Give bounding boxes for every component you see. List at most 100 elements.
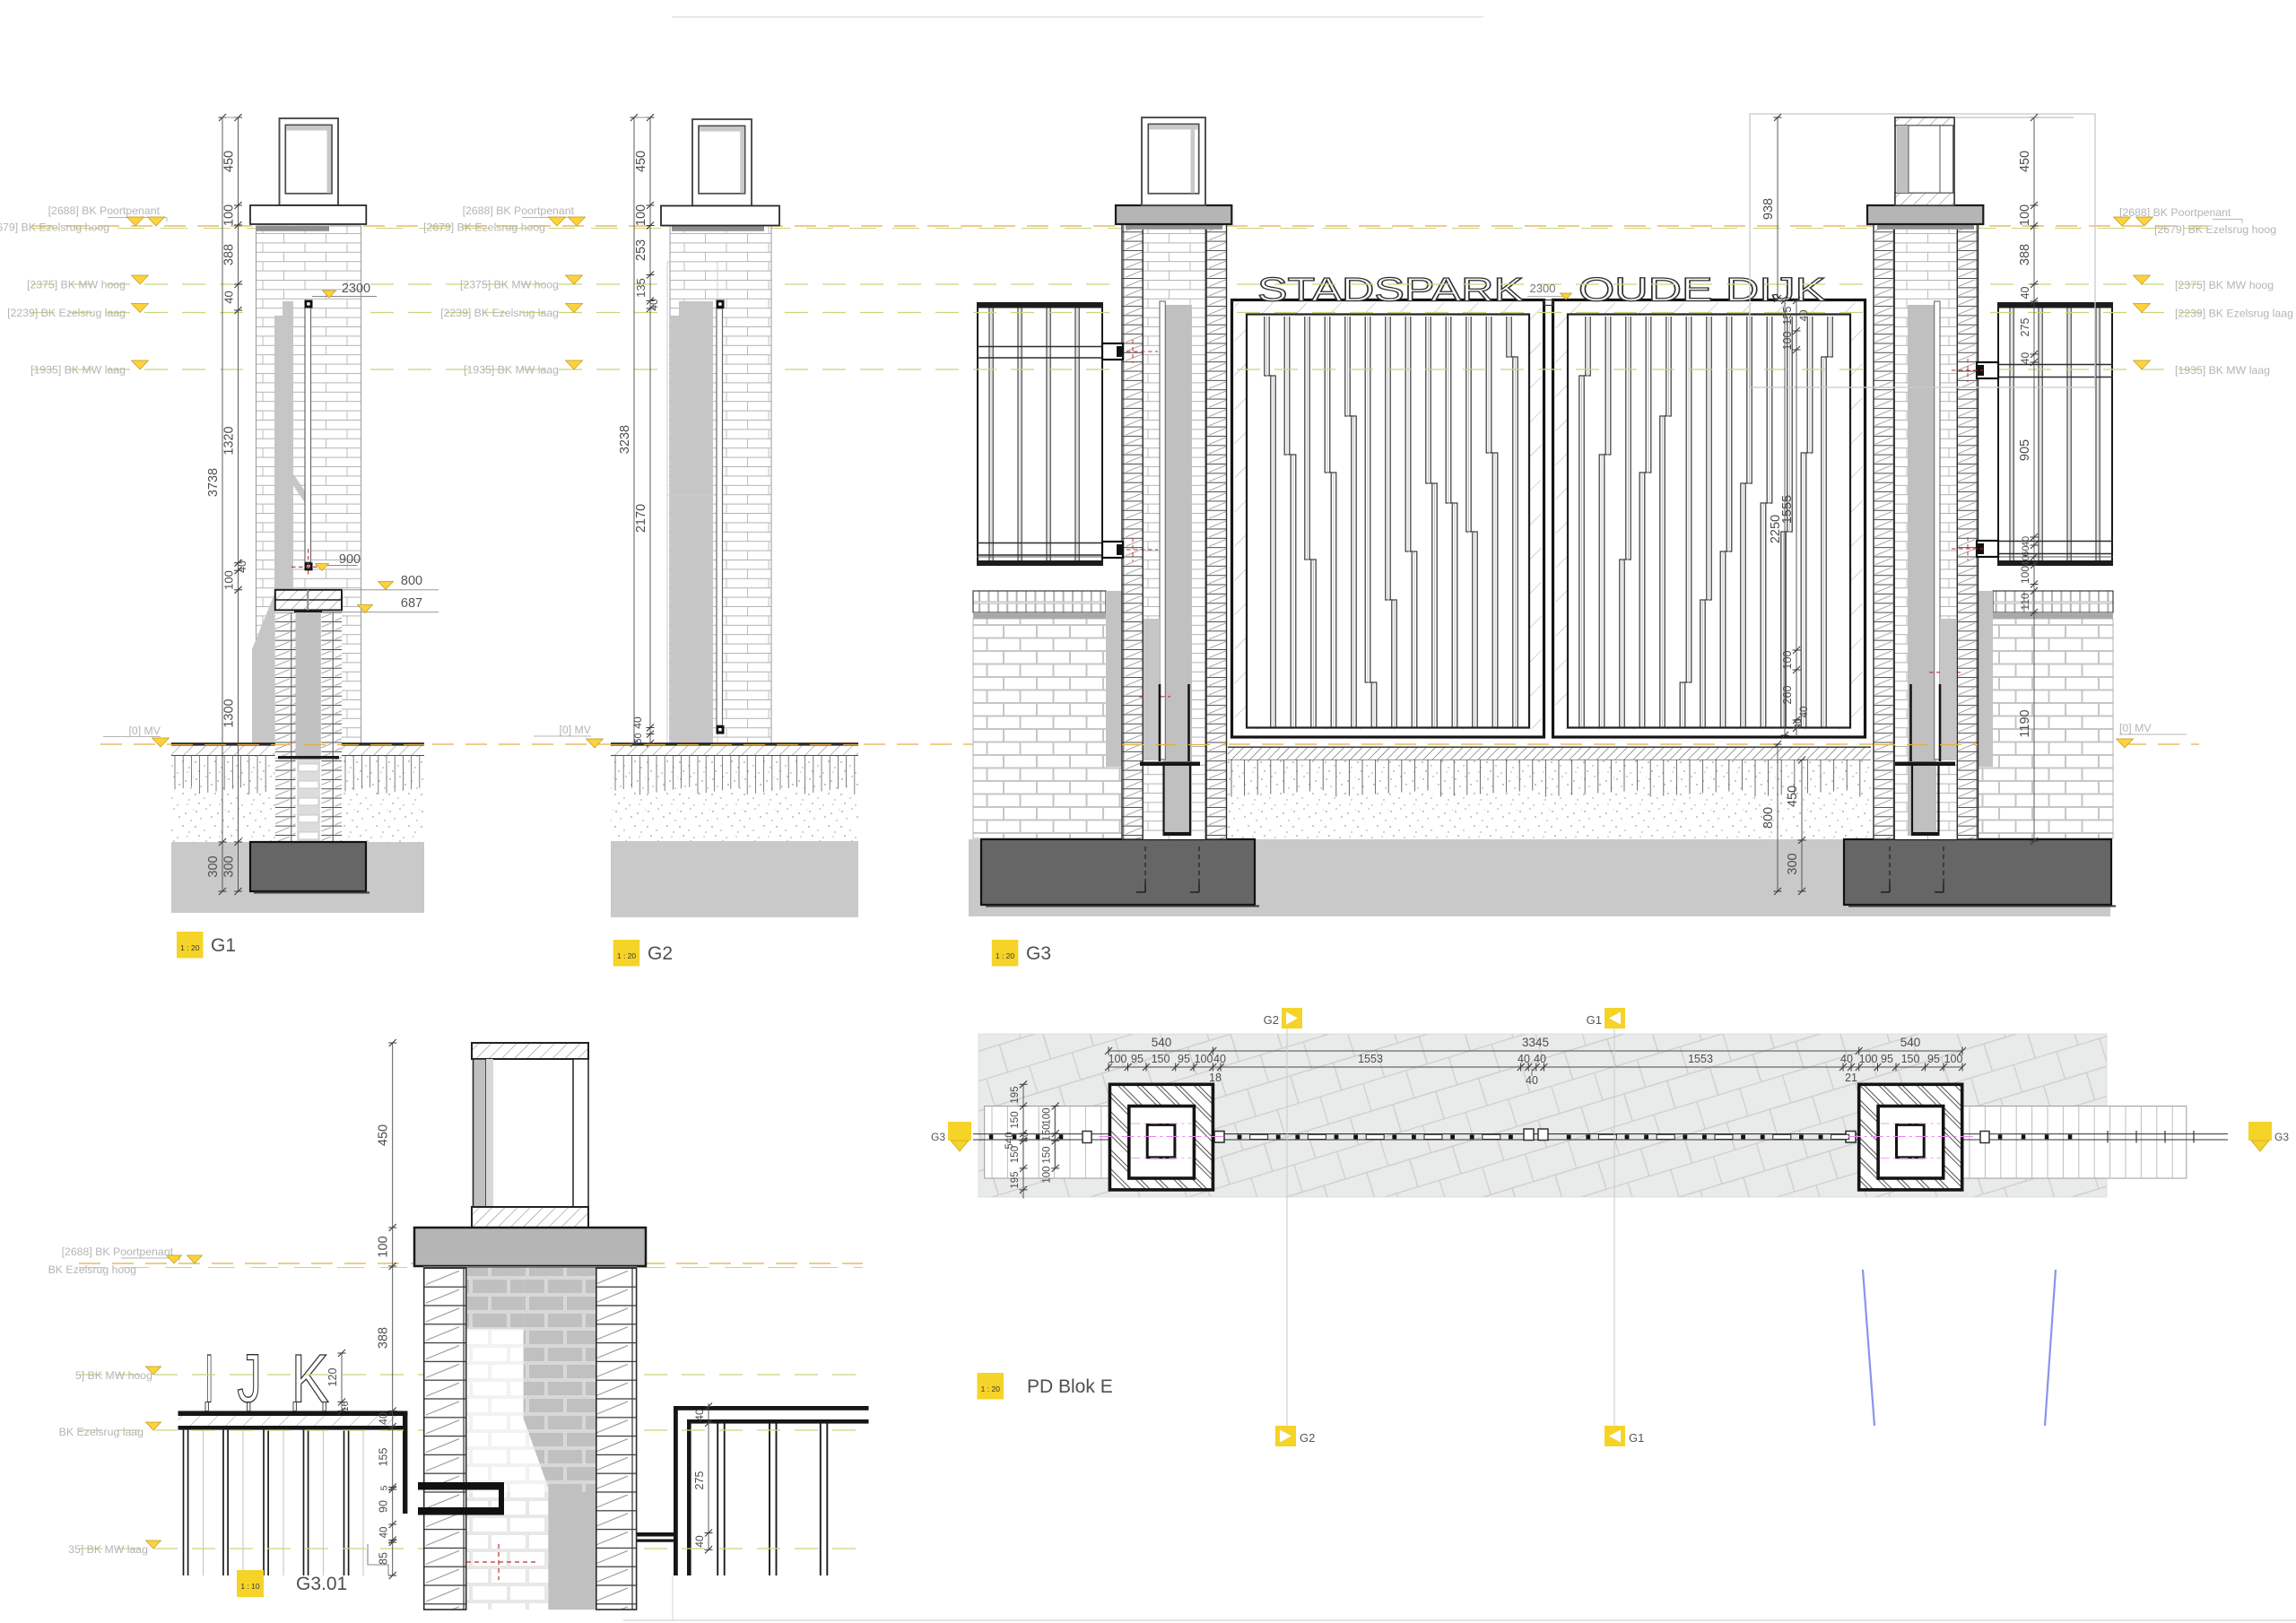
svg-text:40: 40 — [222, 291, 236, 303]
svg-text:21: 21 — [1845, 1072, 1857, 1084]
svg-text:90: 90 — [378, 1500, 390, 1513]
svg-text:150: 150 — [1010, 1111, 1021, 1128]
svg-text:687: 687 — [401, 596, 422, 611]
svg-text:1300: 1300 — [222, 699, 237, 727]
svg-text:275: 275 — [693, 1471, 706, 1490]
svg-text:G3.01: G3.01 — [296, 1574, 347, 1594]
svg-text:[2688] BK Poortpenant: [2688] BK Poortpenant — [48, 204, 161, 217]
svg-text:G2: G2 — [1264, 1013, 1279, 1027]
svg-text:5] BK MW hoog: 5] BK MW hoog — [75, 1369, 152, 1382]
svg-text:G1: G1 — [1587, 1013, 1602, 1027]
svg-text:275: 275 — [2019, 318, 2031, 337]
svg-text:[0] MV: [0] MV — [2119, 722, 2152, 734]
svg-text:G2: G2 — [1300, 1431, 1315, 1445]
svg-text:3345: 3345 — [1522, 1036, 1549, 1049]
svg-text:60: 60 — [2021, 545, 2031, 556]
svg-text:STADSPARK: STADSPARK — [1257, 271, 1524, 308]
svg-text:540: 540 — [1900, 1036, 1921, 1049]
svg-text:260: 260 — [1781, 686, 1794, 705]
svg-text:195: 195 — [1010, 1086, 1021, 1103]
svg-text:450: 450 — [1786, 785, 1800, 807]
svg-text:800: 800 — [1761, 807, 1776, 829]
svg-text:5: 5 — [379, 1485, 390, 1490]
svg-text:1 : 20: 1 : 20 — [617, 951, 637, 960]
svg-text:[1935] BK MW laag: [1935] BK MW laag — [2175, 364, 2270, 377]
svg-text:195: 195 — [1010, 1171, 1021, 1188]
svg-text:905: 905 — [2018, 439, 2032, 461]
svg-text:95: 95 — [1178, 1053, 1190, 1065]
svg-text:18: 18 — [1209, 1072, 1222, 1084]
svg-text:[0] MV: [0] MV — [128, 725, 161, 737]
svg-text:BK Ezelsrug hoog: BK Ezelsrug hoog — [48, 1263, 137, 1276]
svg-text:450: 450 — [634, 151, 648, 172]
svg-text:40: 40 — [631, 716, 644, 729]
svg-text:1 : 20: 1 : 20 — [996, 951, 1015, 960]
svg-text:100: 100 — [377, 1236, 391, 1257]
svg-text:100: 100 — [1781, 332, 1794, 351]
svg-text:1 : 10: 1 : 10 — [240, 1582, 260, 1591]
svg-text:95: 95 — [1927, 1053, 1940, 1065]
svg-text:J: J — [237, 1341, 262, 1418]
svg-text:100: 100 — [1195, 1053, 1213, 1065]
svg-text:3238: 3238 — [618, 425, 632, 454]
svg-text:300: 300 — [222, 855, 237, 877]
svg-text:G3: G3 — [931, 1131, 945, 1143]
svg-text:100: 100 — [1944, 1053, 1963, 1065]
svg-text:[1935] BK MW laag: [1935] BK MW laag — [30, 364, 126, 377]
svg-text:100: 100 — [634, 204, 648, 226]
svg-text:2300: 2300 — [342, 282, 370, 296]
svg-text:40: 40 — [1799, 707, 1810, 718]
svg-text:40: 40 — [1021, 1132, 1031, 1142]
svg-text:450: 450 — [222, 151, 237, 172]
svg-text:100: 100 — [1042, 1107, 1053, 1124]
svg-text:155: 155 — [378, 1448, 390, 1467]
svg-text:150: 150 — [1901, 1053, 1920, 1065]
svg-text:135: 135 — [634, 278, 648, 298]
svg-text:[2679] BK Ezelsrug hoog: [2679] BK Ezelsrug hoog — [2154, 223, 2276, 236]
svg-text:95: 95 — [1131, 1053, 1144, 1065]
svg-text:[2239] BK Ezelsrug laag: [2239] BK Ezelsrug laag — [7, 307, 126, 319]
svg-text:450: 450 — [2018, 151, 2032, 172]
svg-text:800: 800 — [401, 574, 422, 588]
svg-text:100: 100 — [222, 570, 236, 590]
svg-text:2300: 2300 — [1530, 282, 1556, 295]
svg-text:40: 40 — [2021, 536, 2031, 547]
svg-text:[2375] BK MW hoog: [2375] BK MW hoog — [27, 279, 126, 291]
svg-text:100: 100 — [2018, 204, 2032, 226]
svg-text:G3: G3 — [2274, 1131, 2289, 1143]
svg-text:150: 150 — [1152, 1053, 1170, 1065]
svg-text:540: 540 — [1152, 1036, 1172, 1049]
svg-text:40: 40 — [1518, 1053, 1530, 1065]
svg-text:OUDE DIJK: OUDE DIJK — [1578, 271, 1826, 308]
svg-text:120: 120 — [326, 1368, 339, 1387]
svg-text:40: 40 — [2019, 287, 2031, 299]
svg-text:3738: 3738 — [206, 468, 221, 497]
svg-text:40: 40 — [379, 1527, 390, 1539]
svg-text:95: 95 — [1881, 1053, 1893, 1065]
svg-text:150: 150 — [1042, 1146, 1053, 1163]
svg-text:[0] MV: [0] MV — [559, 724, 591, 736]
svg-text:G3: G3 — [1026, 943, 1051, 964]
svg-text:I: I — [204, 1341, 214, 1418]
svg-text:40: 40 — [648, 299, 660, 311]
svg-text:40: 40 — [1793, 718, 1804, 729]
svg-text:[2375] BK MW hoog: [2375] BK MW hoog — [460, 279, 559, 291]
svg-text:450: 450 — [377, 1124, 391, 1146]
svg-text:1553: 1553 — [1358, 1053, 1383, 1065]
svg-text:100: 100 — [2019, 566, 2031, 584]
svg-text:1 : 20: 1 : 20 — [180, 943, 200, 952]
svg-text:40: 40 — [1534, 1053, 1546, 1065]
svg-text:1320: 1320 — [222, 426, 237, 455]
svg-text:G2: G2 — [648, 943, 673, 964]
svg-text:388: 388 — [2018, 244, 2032, 265]
svg-text:100: 100 — [1042, 1166, 1053, 1183]
svg-text:100: 100 — [1109, 1053, 1127, 1065]
svg-text:40: 40 — [693, 1409, 706, 1421]
svg-text:2170: 2170 — [634, 504, 648, 533]
svg-text:[2688] BK Poortpenant: [2688] BK Poortpenant — [463, 204, 575, 217]
svg-text:300: 300 — [206, 855, 221, 877]
svg-text:50: 50 — [633, 733, 644, 743]
svg-text:100: 100 — [222, 204, 237, 226]
svg-text:388: 388 — [377, 1327, 391, 1349]
svg-text:85: 85 — [378, 1552, 390, 1565]
